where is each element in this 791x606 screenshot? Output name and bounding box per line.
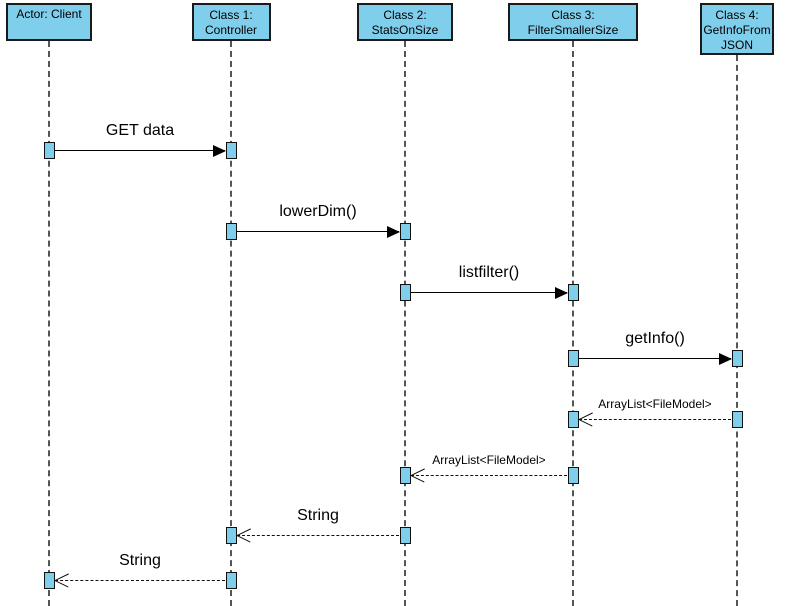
activation-box: [731, 411, 743, 428]
arrowhead-filled-icon: [719, 353, 732, 365]
message-label-m7: String: [297, 507, 339, 524]
message-line-m7: [237, 535, 399, 536]
activation-box: [43, 572, 55, 589]
participant-stats[interactable]: Class 2: StatsOnSize: [357, 3, 453, 41]
activation-box: [567, 411, 579, 428]
arrowhead-open-icon: [54, 572, 70, 588]
activation-box: [567, 284, 579, 301]
message-line-m5: [579, 419, 731, 420]
arrowhead-open-icon: [236, 527, 252, 543]
arrowhead-filled-icon: [213, 145, 226, 157]
message-label-m3: listfilter(): [458, 264, 520, 281]
arrowhead-open-icon: [578, 411, 594, 427]
activation-box: [399, 467, 411, 484]
activation-box: [731, 350, 743, 367]
message-line-m3: [411, 292, 567, 293]
participant-controller[interactable]: Class 1: Controller: [191, 3, 271, 41]
arrowhead-filled-icon: [555, 287, 568, 299]
activation-box: [43, 142, 55, 159]
activation-box: [567, 467, 579, 484]
lifeline-controller: [230, 41, 232, 606]
message-label-m5: ArrayList<FileModel>: [598, 397, 712, 411]
activation-box: [399, 527, 411, 544]
participant-json[interactable]: Class 4: GetInfoFrom JSON: [700, 3, 774, 55]
message-label-m8: String: [119, 552, 161, 569]
lifeline-json: [736, 55, 738, 606]
message-line-m6: [411, 475, 567, 476]
participant-filter[interactable]: Class 3: FilterSmallerSize: [508, 3, 638, 41]
participant-client[interactable]: Actor: Client: [6, 3, 92, 41]
arrowhead-filled-icon: [387, 226, 400, 238]
message-line-m2: [237, 231, 399, 232]
activation-box: [225, 223, 237, 240]
lifeline-client: [48, 41, 50, 606]
lifeline-stats: [404, 41, 406, 606]
message-label-m2: lowerDim(): [279, 203, 357, 220]
lifeline-filter: [572, 41, 574, 606]
message-label-m1: GET data: [105, 122, 175, 139]
message-label-m4: getInfo(): [625, 330, 685, 347]
message-line-m1: [55, 150, 225, 151]
activation-box: [225, 527, 237, 544]
message-line-m8: [55, 580, 225, 581]
message-line-m4: [579, 358, 731, 359]
activation-box: [225, 142, 237, 159]
message-label-m6: ArrayList<FileModel>: [432, 453, 546, 467]
activation-box: [567, 350, 579, 367]
activation-box: [225, 572, 237, 589]
activation-box: [399, 223, 411, 240]
activation-box: [399, 284, 411, 301]
arrowhead-open-icon: [410, 467, 426, 483]
